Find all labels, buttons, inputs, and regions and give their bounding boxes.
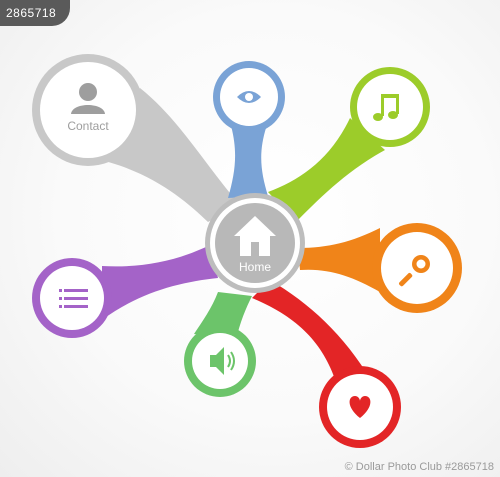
node-music[interactable] <box>350 67 430 147</box>
node-sound[interactable] <box>184 325 256 397</box>
user-icon <box>71 83 105 114</box>
center-label: Home <box>239 260 271 274</box>
node-contact[interactable]: Contact <box>32 54 144 166</box>
speaker-icon <box>210 347 235 375</box>
contact-label: Contact <box>67 119 109 133</box>
node-view[interactable] <box>213 61 285 133</box>
arm-music <box>268 118 385 222</box>
music-note-icon <box>373 94 399 121</box>
arm-menu <box>102 245 218 320</box>
arm-search <box>298 228 380 292</box>
node-favorite[interactable] <box>319 366 401 448</box>
node-search[interactable] <box>372 223 462 313</box>
watermark-tag: 2865718 <box>0 0 71 26</box>
arm-favorite <box>252 280 378 392</box>
node-menu[interactable] <box>32 258 112 338</box>
eye-icon <box>237 91 261 103</box>
arm-view <box>228 122 268 198</box>
center-node[interactable]: Home <box>205 193 305 293</box>
watermark-text: © Dollar Photo Club #2865718 <box>344 461 494 473</box>
list-icon <box>59 289 88 308</box>
heart-icon <box>349 396 371 418</box>
house-icon <box>234 216 276 256</box>
magnifier-icon <box>399 255 430 287</box>
